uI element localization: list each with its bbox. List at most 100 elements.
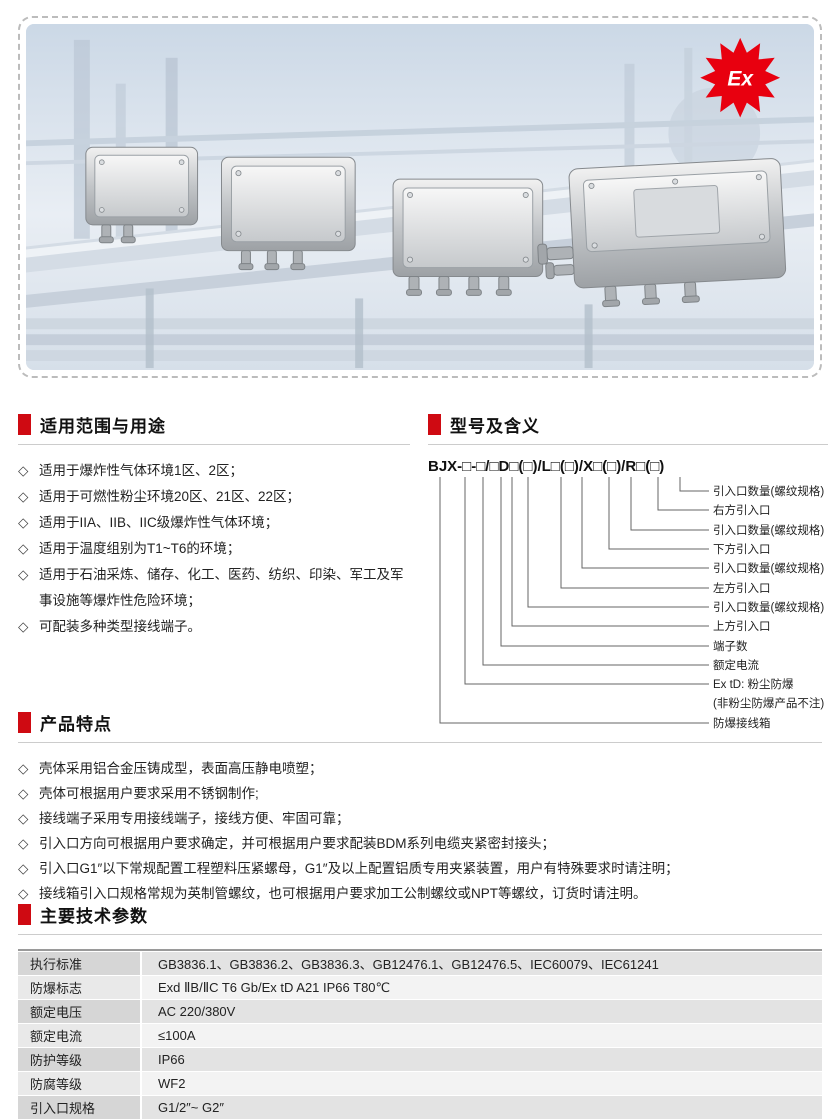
feature-item: ◇ 引入口方向可根据用户要求确定，并可根据用户要求配装BDM系列电缆夹紧密封接头； <box>18 831 822 856</box>
product-box-2 <box>221 156 356 271</box>
section-features: 产品特点 ◇ 壳体采用铝合金压铸成型，表面高压静电喷塑； ◇ 壳体可根据用户要求采用… <box>18 710 822 906</box>
feature-item: ◇ 壳体可根据用户要求采用不锈钢制作; <box>18 781 822 806</box>
model-connector-lines <box>439 477 709 724</box>
usage-item: ◇ 可配装多种类型接线端子。 <box>18 614 410 640</box>
usage-item-text: 适用于温度组别为T1~T6的环境； <box>39 541 241 556</box>
feature-item: ◇ 接线端子采用专用接线端子，接线方便、牢固可靠； <box>18 806 822 831</box>
feature-item-text: 接线箱引入口规格常规为英制管螺纹，也可根据用户要求加工公制螺纹或NPT等螺纹，订… <box>39 886 647 901</box>
spec-label: 执行标准 <box>18 952 140 975</box>
section-title-usage: 适用范围与用途 <box>40 417 166 436</box>
product-box-3 <box>392 178 544 296</box>
model-label: 防爆接线箱 <box>713 716 771 730</box>
model-label: 端子数 <box>713 639 748 653</box>
model-label: 引入口数量(螺纹规格) <box>713 484 824 498</box>
spec-value: GB3836.1、GB3836.2、GB3836.3、GB12476.1、GB1… <box>140 952 822 975</box>
usage-item: ◇ 适用于爆炸性气体环境1区、2区； <box>18 458 410 484</box>
section-header-specs: 主要技术参数 <box>18 902 822 935</box>
spec-value: WF2 <box>140 1072 822 1095</box>
diamond-bullet: ◇ <box>18 463 29 478</box>
spec-label: 引入口规格 <box>18 1096 140 1119</box>
model-label: 上方引入口 <box>713 619 771 633</box>
ex-logo: Ex <box>700 37 781 118</box>
feature-item-text: 接线端子采用专用接线端子，接线方便、牢固可靠； <box>39 811 350 826</box>
spec-label: 防腐等级 <box>18 1072 140 1095</box>
spec-value: AC 220/380V <box>140 1000 822 1023</box>
spec-value: IP66 <box>140 1048 822 1071</box>
spec-value: G1/2″~ G2″ <box>140 1096 822 1119</box>
usage-item: ◇ 适用于IIA、IIB、IIC级爆炸性气体环境； <box>18 510 410 536</box>
usage-item: ◇ 适用于可燃性粉尘环境20区、21区、22区； <box>18 484 410 510</box>
feature-item-text: 引入口方向可根据用户要求确定，并可根据用户要求配装BDM系列电缆夹紧密封接头； <box>39 836 555 851</box>
model-designation-diagram: BJX-□-□/□D□(□)/L□(□)/X□(□)/R□(□) 引入口数量(螺… <box>428 457 828 739</box>
spec-label: 额定电流 <box>18 1024 140 1047</box>
usage-item-text: 适用于爆炸性气体环境1区、2区； <box>39 463 244 478</box>
usage-item: ◇ 适用于石油采炼、储存、化工、医药、纺织、印染、军工及军事设施等爆炸性危险环境； <box>18 562 410 614</box>
section-model: 型号及含义 BJX-□-□/□D□(□)/L□(□)/X□(□)/R□(□) 引… <box>428 412 828 739</box>
section-usage: 适用范围与用途 ◇ 适用于爆炸性气体环境1区、2区； ◇ 适用于可燃性粉尘环境20区… <box>18 412 410 640</box>
industrial-scene: Ex <box>26 24 814 370</box>
diamond-bullet: ◇ <box>18 786 29 801</box>
model-code: BJX-□-□/□D□(□)/L□(□)/X□(□)/R□(□) <box>428 458 664 475</box>
diamond-bullet: ◇ <box>18 515 29 530</box>
section-title-specs: 主要技术参数 <box>40 907 148 926</box>
diamond-bullet: ◇ <box>18 761 29 776</box>
model-label: 引入口数量(螺纹规格) <box>713 561 824 575</box>
usage-item-text: 适用于IIA、IIB、IIC级爆炸性气体环境； <box>39 515 279 530</box>
model-label: 引入口数量(螺纹规格) <box>713 600 824 614</box>
diamond-bullet: ◇ <box>18 619 29 634</box>
model-label: 右方引入口 <box>713 503 771 517</box>
model-label: 引入口数量(螺纹规格) <box>713 523 824 537</box>
model-label: Ex tD: 粉尘防爆 <box>713 677 794 691</box>
diamond-bullet: ◇ <box>18 489 29 504</box>
product-box-4 <box>537 158 787 308</box>
red-square-marker <box>428 414 441 435</box>
spec-value: ≤100A <box>140 1024 822 1047</box>
diamond-bullet: ◇ <box>18 567 29 582</box>
red-square-marker <box>18 414 31 435</box>
diamond-bullet: ◇ <box>18 836 29 851</box>
usage-item-text: 可配装多种类型接线端子。 <box>39 619 201 634</box>
spec-label: 防护等级 <box>18 1048 140 1071</box>
section-header-model: 型号及含义 <box>428 412 828 445</box>
diamond-bullet: ◇ <box>18 541 29 556</box>
spec-label: 防爆标志 <box>18 976 140 999</box>
ex-logo-text: Ex <box>727 68 754 91</box>
usage-item-text: 适用于石油采炼、储存、化工、医药、纺织、印染、军工及军事设施等爆炸性危险环境； <box>39 567 404 608</box>
ex-starburst <box>700 37 781 118</box>
feature-item: ◇ 接线箱引入口规格常规为英制管螺纹，也可根据用户要求加工公制螺纹或NPT等螺纹，… <box>18 881 822 906</box>
feature-item-text: 壳体采用铝合金压铸成型，表面高压静电喷塑； <box>39 761 323 776</box>
product-photo-banner: Ex <box>18 16 822 378</box>
spec-label: 额定电压 <box>18 1000 140 1023</box>
usage-list: ◇ 适用于爆炸性气体环境1区、2区； ◇ 适用于可燃性粉尘环境20区、21区、22区… <box>18 458 410 640</box>
section-header-features: 产品特点 <box>18 710 822 743</box>
model-label: 左方引入口 <box>713 581 771 595</box>
features-list: ◇ 壳体采用铝合金压铸成型，表面高压静电喷塑； ◇ 壳体可根据用户要求采用不锈钢制作… <box>18 756 822 906</box>
section-title-features: 产品特点 <box>40 715 112 734</box>
red-square-marker <box>18 904 31 925</box>
diamond-bullet: ◇ <box>18 861 29 876</box>
product-photo: Ex <box>26 24 814 370</box>
usage-item-text: 适用于可燃性粉尘环境20区、21区、22区； <box>39 489 301 504</box>
usage-item: ◇ 适用于温度组别为T1~T6的环境； <box>18 536 410 562</box>
feature-item: ◇ 壳体采用铝合金压铸成型，表面高压静电喷塑； <box>18 756 822 781</box>
red-square-marker <box>18 712 31 733</box>
model-label-note: (非粉尘防爆产品不注) <box>713 696 824 710</box>
feature-item-text: 壳体可根据用户要求采用不锈钢制作; <box>39 786 259 801</box>
diamond-bullet: ◇ <box>18 811 29 826</box>
section-header-usage: 适用范围与用途 <box>18 412 410 445</box>
spec-value: Exd ⅡB/ⅡC T6 Gb/Ex tD A21 IP66 T80℃ <box>140 976 822 999</box>
feature-item-text: 引入口G1″以下常规配置工程塑料压紧螺母，G1″及以上配置铝质专用夹紧装置，用户… <box>39 861 679 876</box>
table-row: 额定电流≤100A <box>18 1024 822 1047</box>
product-box-1 <box>85 146 199 244</box>
model-label: 下方引入口 <box>713 542 771 556</box>
feature-item: ◇ 引入口G1″以下常规配置工程塑料压紧螺母，G1″及以上配置铝质专用夹紧装置，用… <box>18 856 822 881</box>
diamond-bullet: ◇ <box>18 886 29 901</box>
